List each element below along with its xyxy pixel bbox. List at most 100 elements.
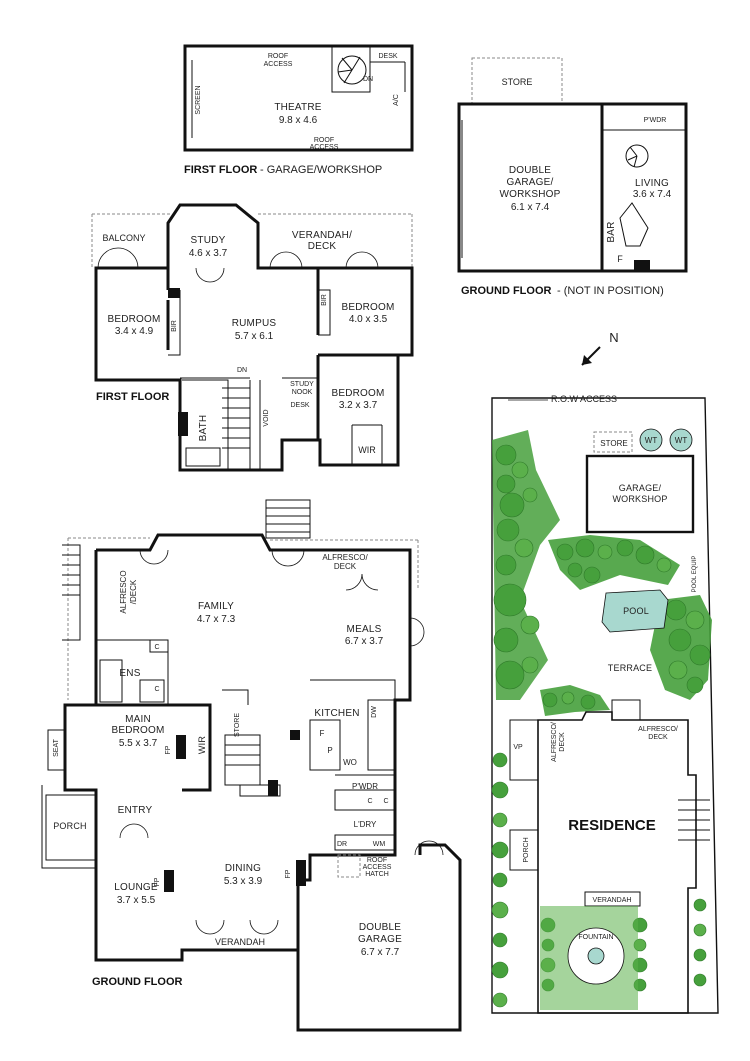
family-dim: 4.7 x 7.3 [197, 614, 236, 625]
main-bedroom-label: MAIN [125, 714, 151, 725]
porch-site-label: PORCH [523, 837, 530, 862]
meals-label: MEALS [347, 624, 382, 635]
svg-text:ACCESS: ACCESS [264, 61, 293, 68]
svg-text:GARAGE: GARAGE [358, 934, 402, 945]
svg-text:C: C [154, 644, 159, 651]
alfresco1-site-label: ALFRESCO/ [551, 722, 558, 762]
fountain-label: FOUNTAIN [578, 934, 613, 941]
site-plan: R.O.W ACCESS STORE WT WT GARAGE/ WORKSHO… [491, 394, 719, 1014]
caption-first-floor-garage: FIRST FLOOR [184, 164, 257, 176]
roof-access-bottom: ROOF [314, 137, 334, 144]
verandah-site-label: VERANDAH [593, 897, 632, 904]
entry-label: ENTRY [118, 805, 153, 816]
fountain-icon [587, 947, 605, 965]
bar-label: BAR [606, 221, 617, 242]
water-tank-icon [639, 428, 663, 452]
garage-dim: 6.1 x 7.4 [511, 202, 550, 213]
garage-first-floor-plan: SCREEN ROOF ACCESS ROOF ACCESS DESK DN A… [183, 44, 414, 152]
svg-text:C: C [367, 798, 372, 805]
roof-hatch-label: ROOF [367, 857, 387, 864]
f-label: F [617, 254, 623, 264]
lounge-label: LOUNGE [114, 882, 158, 893]
roof-access-top: ROOF [268, 53, 288, 60]
double-garage-label: DOUBLE [359, 922, 401, 933]
main-bedroom-dim: 5.5 x 3.7 [119, 738, 158, 749]
svg-text:NOOK: NOOK [292, 389, 313, 396]
bedroom2-label: BEDROOM [341, 302, 394, 313]
ground-floor-plan: ALFRESCO /DECK FAMILY 4.7 x 7.3 ALFRESCO… [41, 499, 462, 1032]
bedroom3-label: BEDROOM [331, 388, 384, 399]
desk-label-first: DESK [290, 402, 309, 409]
ldry-label: L'DRY [354, 820, 377, 829]
caption-ground-floor-garage: GROUND FLOOR [461, 285, 551, 297]
svg-text:F: F [320, 729, 325, 738]
svg-text:ACCESS: ACCESS [310, 144, 339, 151]
water-tank-icon [669, 428, 693, 452]
alfresco2-site-label: ALFRESCO/ [638, 726, 678, 733]
bedroom3-dim: 3.2 x 3.7 [339, 400, 378, 411]
svg-text:C: C [383, 798, 388, 805]
pwdr-label: P'WDR [644, 117, 667, 124]
store-label-site: STORE [600, 439, 627, 448]
verandah-label-ground: VERANDAH [215, 937, 265, 947]
verandah-label: VERANDAH/ [292, 230, 352, 241]
pwdr-label-ground: P'WDR [352, 782, 378, 791]
svg-text:- (NOT IN POSITION): - (NOT IN POSITION) [557, 285, 664, 297]
pool-equip-label: POOL EQUIP [692, 556, 698, 593]
svg-text:WORKSHOP: WORKSHOP [612, 494, 667, 504]
residence-label: RESIDENCE [568, 817, 656, 834]
bir1-label: BIR [171, 320, 178, 332]
north-arrow-icon [581, 346, 601, 366]
study-dim: 4.6 x 3.7 [189, 248, 228, 259]
bedroom1-label: BEDROOM [107, 314, 160, 325]
alfresco1-label: ALFRESCO [119, 570, 128, 613]
living-dim: 3.6 x 7.4 [633, 189, 672, 200]
svg-text:WT: WT [645, 436, 658, 445]
wir-label-ground: WIR [197, 736, 207, 754]
dn-label-first: DN [237, 367, 247, 374]
svg-text:GARAGE/: GARAGE/ [507, 177, 554, 188]
dining-label: DINING [225, 863, 261, 874]
svg-text:BEDROOM: BEDROOM [111, 725, 164, 736]
theatre-label: THEATRE [274, 102, 321, 113]
svg-text:FP: FP [285, 869, 292, 878]
store-label-ground: STORE [234, 713, 241, 737]
rumpus-label: RUMPUS [232, 318, 277, 329]
vp-label: VP [513, 744, 523, 751]
seat-label: SEAT [53, 738, 60, 756]
svg-text:WT: WT [675, 436, 688, 445]
svg-text:DR: DR [337, 841, 347, 848]
svg-text:ACCESS: ACCESS [363, 864, 392, 871]
dn-label: DN [363, 76, 373, 83]
svg-text:DECK: DECK [648, 734, 668, 741]
rumpus-dim: 5.7 x 6.1 [235, 331, 274, 342]
store-label: STORE [502, 77, 533, 87]
bath-label: BATH [198, 415, 209, 442]
meals-dim: 6.7 x 3.7 [345, 636, 384, 647]
caption-ground-floor: GROUND FLOOR [92, 976, 182, 988]
alfresco2-label: ALFRESCO/ [322, 553, 368, 562]
study-nook-label: STUDY [290, 381, 314, 388]
svg-text:DECK: DECK [334, 562, 357, 571]
svg-text:- GARAGE/WORKSHOP: - GARAGE/WORKSHOP [260, 164, 382, 176]
dining-dim: 5.3 x 3.9 [224, 876, 263, 887]
void-label: VOID [263, 409, 270, 426]
bedroom2-dim: 4.0 x 3.5 [349, 314, 388, 325]
svg-text:/DECK: /DECK [129, 579, 138, 604]
first-floor-plan: BALCONY STUDY 4.6 x 3.7 VERANDAH/ DECK B… [91, 203, 414, 472]
garage-label: DOUBLE [509, 165, 551, 176]
svg-text:DECK: DECK [308, 241, 337, 252]
dw-label: DW [371, 706, 378, 718]
terrace-label: TERRACE [608, 663, 652, 673]
family-label: FAMILY [198, 601, 234, 612]
living-label: LIVING [635, 178, 669, 189]
svg-text:FP: FP [154, 877, 161, 886]
wir-label-first: WIR [358, 445, 376, 455]
svg-text:C: C [154, 686, 159, 693]
wo-label: WO [343, 758, 357, 767]
caption-first-floor: FIRST FLOOR [96, 391, 169, 403]
desk-label: DESK [378, 53, 397, 60]
double-garage-dim: 6.7 x 7.7 [361, 947, 400, 958]
bir2-label: BIR [321, 294, 328, 306]
pool-label: POOL [623, 606, 649, 616]
